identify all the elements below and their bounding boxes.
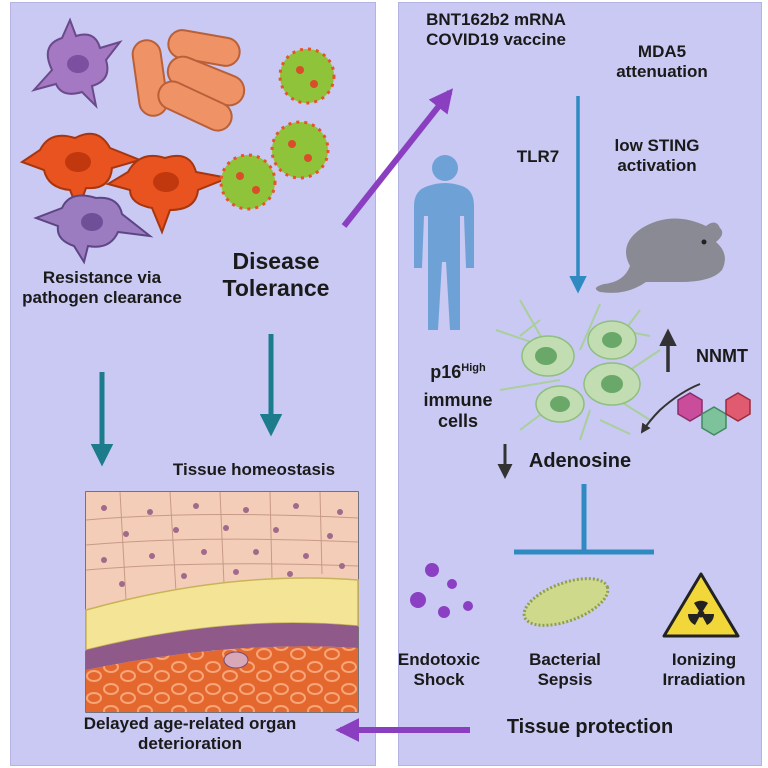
right-panel (398, 2, 762, 766)
bacterial-sepsis-label: Bacterial Sepsis (529, 650, 601, 690)
adenosine-label: Adenosine (528, 450, 632, 472)
mda5-label: MDA5 attenuation (616, 42, 708, 82)
endotoxic-shock-label: Endotoxic Shock (397, 650, 481, 690)
resistance-label: Resistance via pathogen clearance (22, 268, 182, 308)
bacterium-icon (522, 577, 610, 627)
macrophage-icon (19, 132, 144, 213)
inhibition-bar (514, 484, 654, 555)
p16-superscript: High (461, 362, 486, 374)
tlr7-label: TLR7 (516, 147, 560, 166)
tolerance-to-vaccine-arrow (341, 88, 453, 228)
endotoxin-icon (410, 563, 473, 618)
macrophage-icon (33, 194, 154, 265)
bacteria-icon (131, 29, 246, 132)
radiation-icon (662, 572, 740, 638)
tissue-protection-label: Tissue protection (506, 716, 674, 738)
macrophage-icon (30, 17, 123, 110)
tissue-homeostasis-label: Tissue homeostasis (172, 460, 336, 479)
senescent-cell-icon (495, 299, 661, 441)
delayed-deterioration-label: Delayed age-related organ deterioration (83, 714, 297, 754)
tissue-layers-icon (85, 491, 359, 713)
virus-icon (219, 153, 277, 211)
virus-icon (270, 120, 330, 180)
p16-label: p16High (430, 362, 486, 382)
vaccine-label: BNT162b2 mRNA COVID19 vaccine (426, 10, 566, 50)
sting-label: low STING activation (614, 136, 700, 176)
human-silhouette-icon (414, 155, 474, 330)
ionizing-irradiation-label: Ionizing Irradiation (662, 650, 746, 690)
disease-tolerance-label: Disease Tolerance (222, 248, 330, 302)
nnmt-curved-arrow (640, 383, 701, 434)
nnmt-label: NNMT (696, 346, 748, 366)
immune-cells-label: immune cells (423, 390, 493, 432)
virus-icon (278, 47, 336, 105)
nad-molecule-icon (677, 392, 751, 436)
macrophage-icon (105, 154, 232, 235)
mouse-icon (595, 218, 725, 293)
